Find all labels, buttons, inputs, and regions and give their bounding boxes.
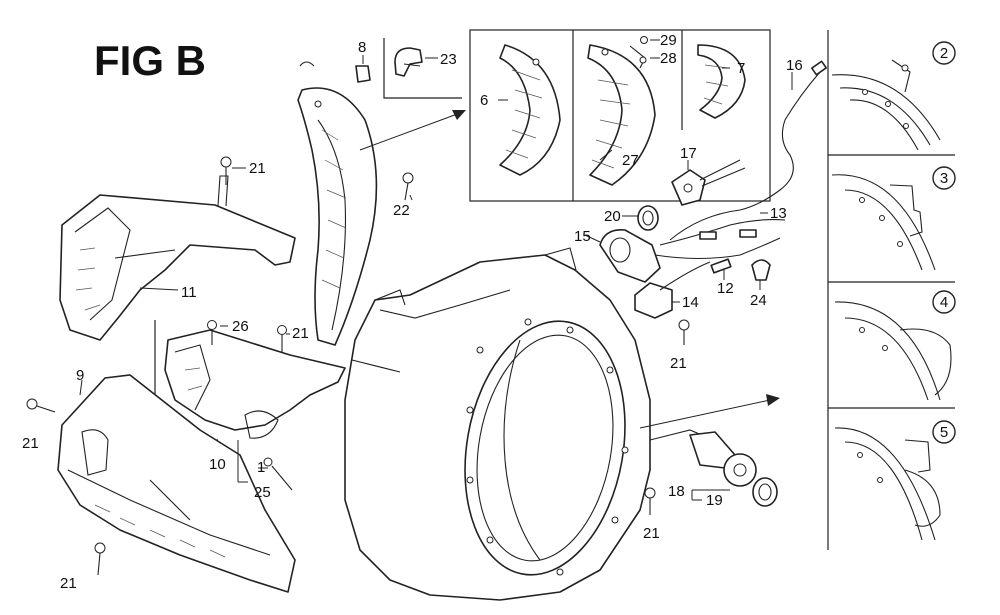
bolt-21-bottom: [94, 542, 106, 576]
callout-10: 10: [209, 456, 226, 473]
bolt-21-electrical: [678, 319, 690, 345]
housing-variant-3: [831, 174, 936, 271]
callout-18: 18: [668, 483, 685, 500]
arrow-head-variants: [766, 394, 780, 406]
callout-13: 13: [770, 205, 787, 222]
callout-1: 1: [257, 459, 265, 476]
cover-9: [57, 374, 296, 593]
housing-variant-5: [834, 427, 941, 541]
callout-25: 25: [254, 484, 271, 501]
switch-17: [671, 159, 746, 206]
screw-28-29: [629, 36, 648, 69]
shroud-variant-27: [587, 44, 656, 186]
clip-8: [355, 65, 371, 83]
bolt-25: [263, 457, 293, 491]
switch-15: [599, 228, 661, 283]
housing-variant-4: [834, 301, 952, 401]
callout-8: 8: [358, 39, 366, 56]
connector-12: [710, 258, 732, 274]
grommet-20: [637, 205, 659, 231]
callout-16: 16: [786, 57, 803, 74]
figure-title: FIG B: [94, 37, 206, 84]
shroud-variant-7: [697, 44, 746, 119]
callout-23: 23: [440, 51, 457, 68]
callout-22: 22: [393, 202, 410, 219]
callout-circle-3: 3: [932, 166, 956, 190]
svg-text:2: 2: [940, 45, 948, 62]
wire-16: [669, 60, 828, 241]
shroud-variant-6: [499, 44, 561, 176]
callout-17: 17: [680, 145, 697, 162]
callout-29: 29: [660, 32, 677, 49]
detail-frame-bracket: [383, 38, 462, 99]
cover-11: [59, 175, 296, 341]
bolt-21-left: [26, 398, 56, 413]
ring-19: [752, 477, 778, 507]
leader-lines: [79, 39, 793, 501]
callout-11: 11: [181, 284, 197, 301]
callout-circle-4: 4: [932, 290, 956, 314]
callout-21: 21: [670, 355, 687, 372]
callout-21: 21: [249, 160, 266, 177]
svg-text:5: 5: [940, 424, 948, 441]
callout-circle-5: 5: [932, 420, 956, 444]
svg-text:4: 4: [940, 294, 948, 311]
fan-housing: [344, 247, 651, 601]
bolt-21-mid: [277, 325, 287, 352]
harness-13: [654, 219, 786, 260]
callout-14: 14: [682, 294, 699, 311]
bolt-21-housing: [644, 487, 656, 515]
upper-shroud: [297, 61, 378, 346]
bolt-21-top: [220, 156, 232, 185]
callout-26: 26: [232, 318, 249, 335]
callout-15: 15: [574, 228, 591, 245]
arrow-head-top: [452, 110, 466, 120]
housing-variant-2: [831, 59, 941, 151]
callout-6: 6: [480, 92, 488, 109]
detail-frame-shroud-variants: [469, 29, 771, 202]
callout-12: 12: [717, 280, 734, 297]
callout-27: 27: [622, 152, 639, 169]
arrow-to-variants: [639, 399, 771, 429]
callout-20: 20: [604, 208, 621, 225]
callout-21: 21: [292, 325, 309, 342]
arrow-to-detail-top: [359, 112, 461, 151]
callout-28: 28: [660, 50, 677, 67]
callout-9: 9: [76, 367, 84, 384]
callout-24: 24: [750, 292, 767, 309]
callout-21: 21: [22, 435, 39, 452]
callout-21: 21: [60, 575, 77, 592]
callout-7: 7: [737, 60, 745, 77]
bracket-23: [394, 47, 423, 77]
bolt-26: [207, 320, 217, 345]
callout-21: 21: [643, 525, 660, 542]
switch-assembly-18: [649, 429, 757, 487]
detail-frame-housing-variants: [827, 30, 955, 550]
svg-text:3: 3: [940, 170, 948, 187]
clamp-24: [751, 259, 771, 281]
bracket-assembly-10: [164, 329, 346, 439]
callout-19: 19: [706, 492, 723, 509]
bolt-22: [402, 172, 414, 201]
callout-circle-2: 2: [932, 41, 956, 65]
coil-14: [634, 261, 711, 319]
